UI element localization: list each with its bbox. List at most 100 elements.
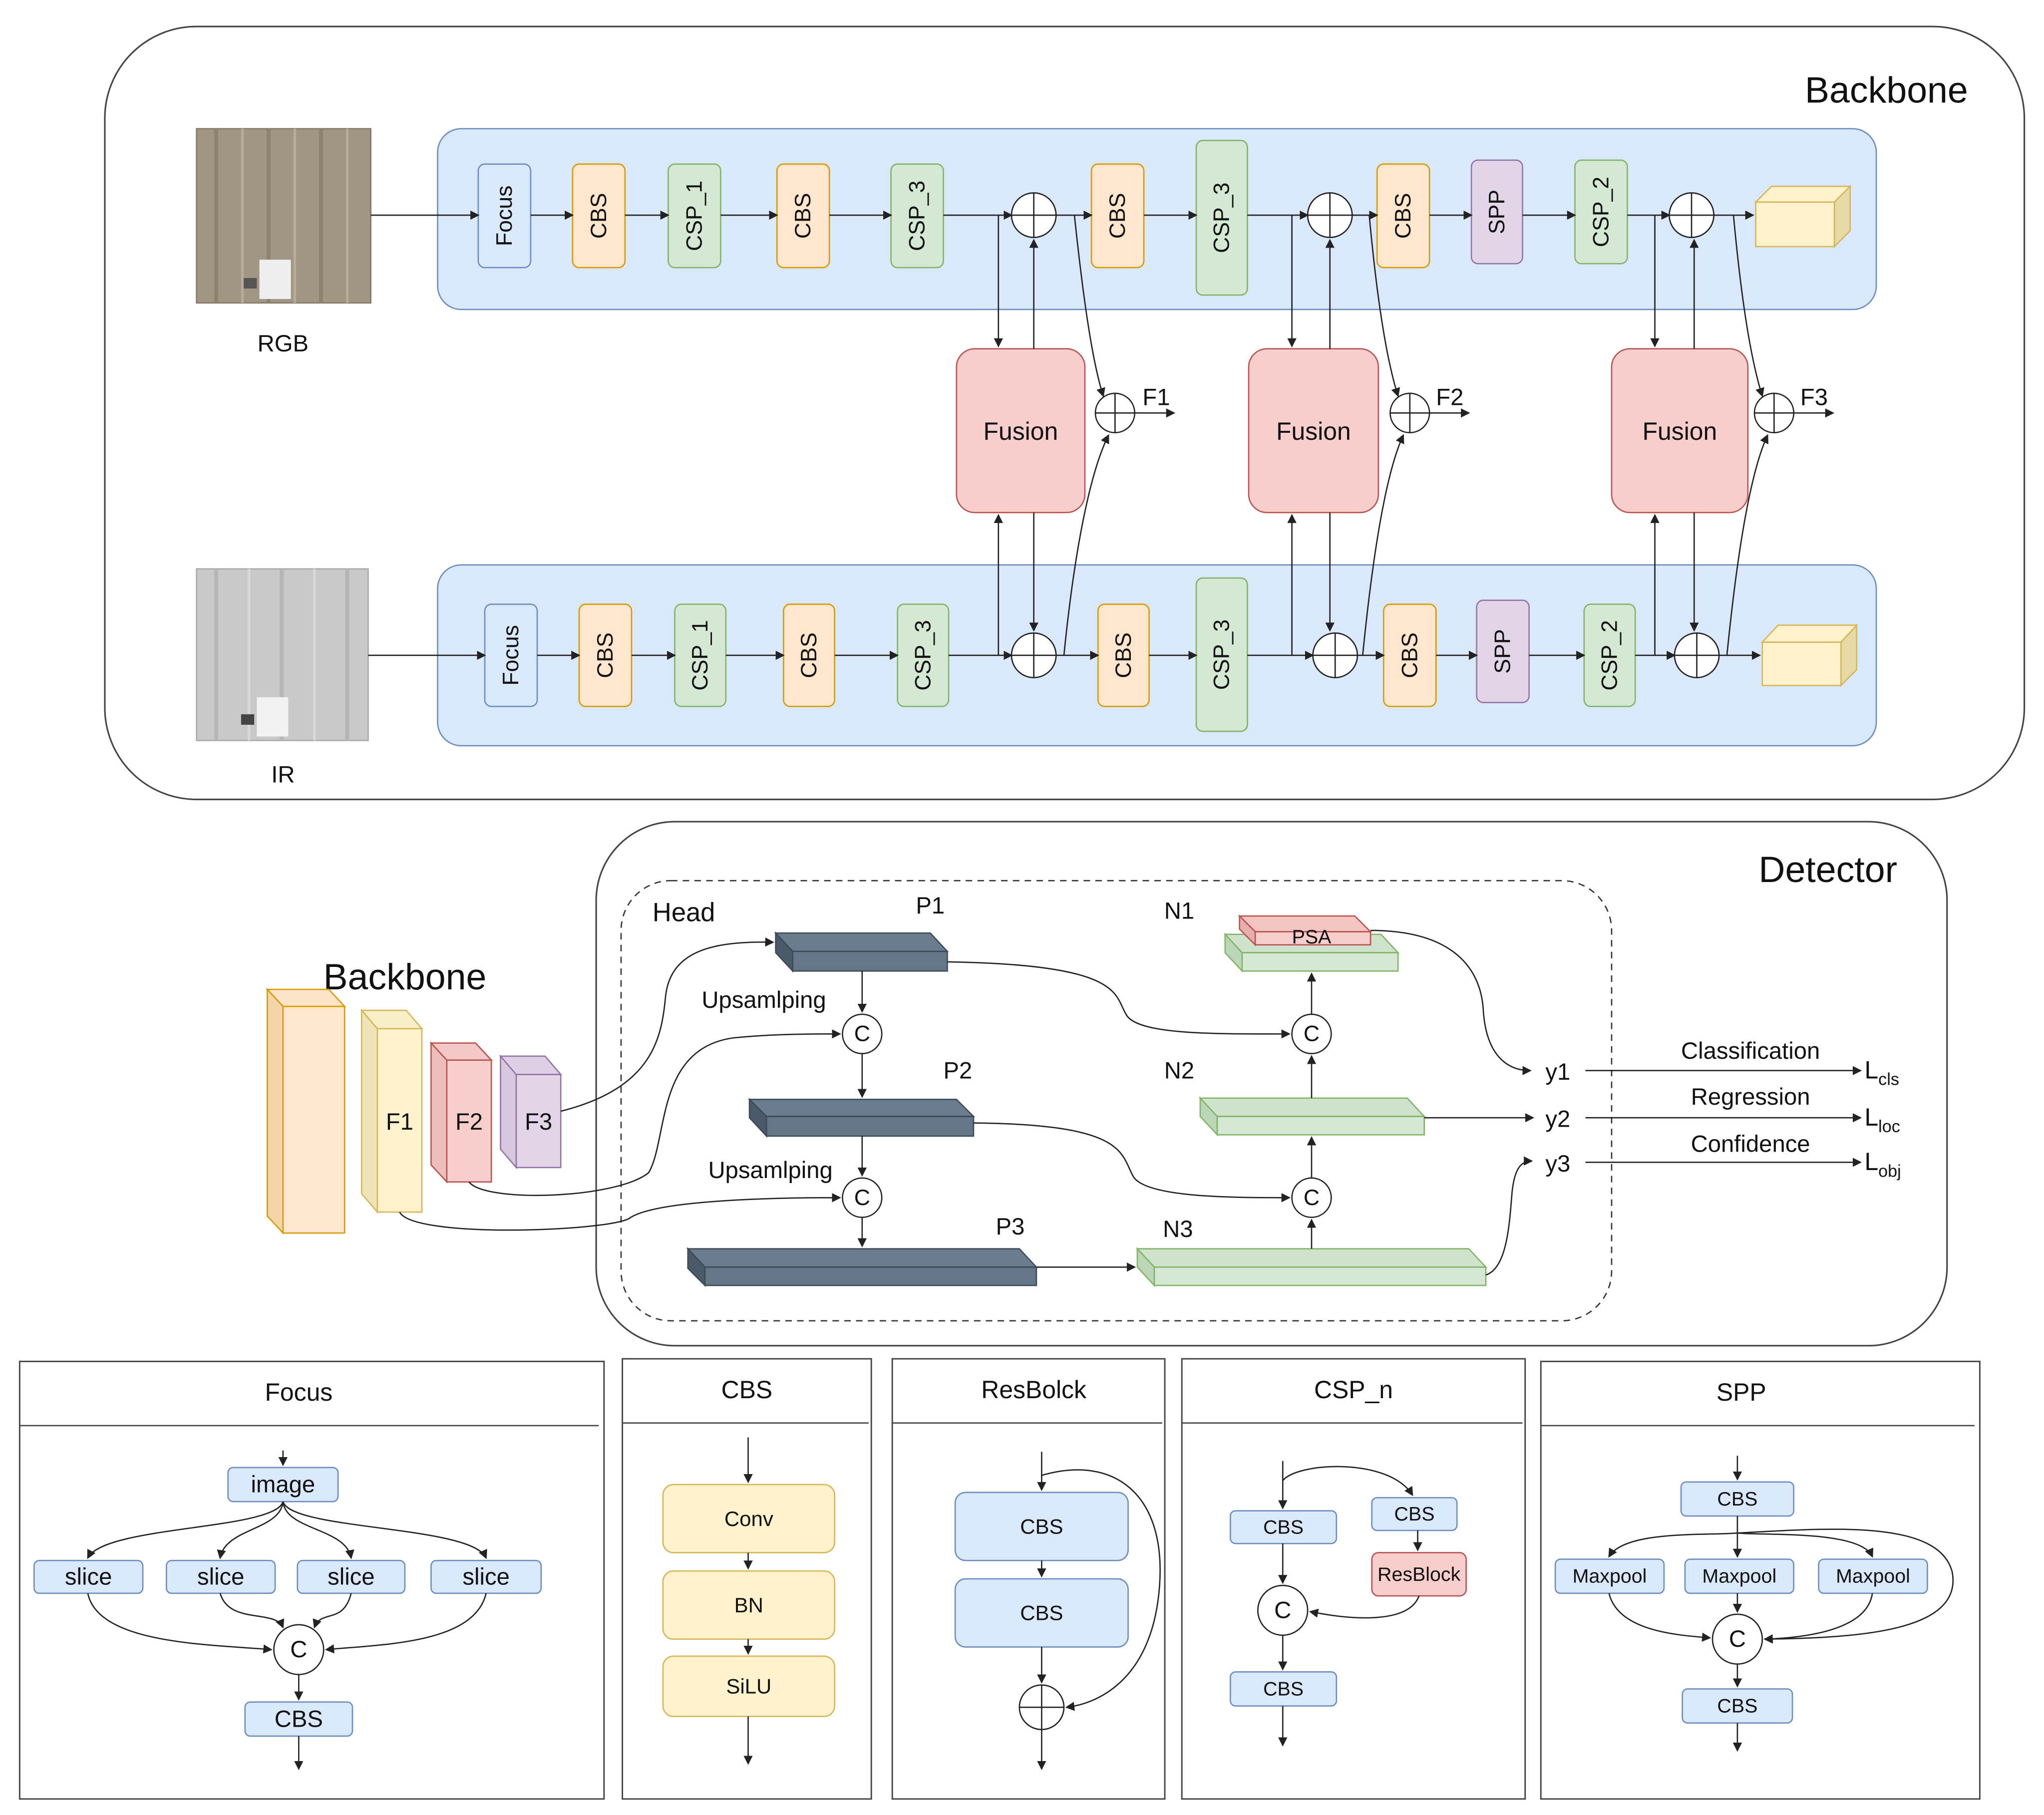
- ir-block-csp3-1: CSP_3: [897, 604, 950, 707]
- csp-connectors: [1278, 1461, 1422, 1747]
- loss-loc: Lloc: [1864, 1103, 1900, 1136]
- focus-module-title: Focus: [265, 1378, 333, 1406]
- svg-text:SPP: SPP: [1485, 190, 1509, 234]
- ir-block-csp2: CSP_2: [1583, 604, 1636, 707]
- ir-block-focus: Focus: [484, 604, 538, 707]
- backbone-feature-large: [266, 987, 346, 1235]
- svg-text:CSP_1: CSP_1: [682, 181, 706, 251]
- add-circle-rgb-3: [1669, 192, 1714, 238]
- rgb-block-csp3-1: CSP_3: [890, 163, 944, 269]
- svg-text:CBS: CBS: [1717, 1695, 1757, 1717]
- detector-section: Detector Head Backbone F1 F2 F3: [266, 821, 1948, 1347]
- add-circle-ir-1: [1011, 632, 1057, 678]
- svg-text:C: C: [1304, 1022, 1320, 1046]
- spp-module-panel: SPP CBS Maxpool Maxpool Maxpool C CBS: [1540, 1360, 1981, 1800]
- csp-resblock-node: ResBlock: [1371, 1552, 1467, 1597]
- spp-maxpool-node-3: Maxpool: [1818, 1558, 1928, 1594]
- svg-text:SPP: SPP: [1491, 629, 1515, 673]
- svg-text:slice: slice: [65, 1564, 112, 1590]
- backbone-feature-f1: F1: [360, 1008, 423, 1214]
- backbone-output-f2: F2: [1436, 384, 1463, 411]
- csp-module-title: CSP_n: [1314, 1376, 1393, 1404]
- upsampling-label-1: Upsamlping: [701, 987, 826, 1013]
- spp-concat-node: C: [1711, 1613, 1763, 1665]
- svg-text:SiLU: SiLU: [726, 1675, 771, 1698]
- n2-block: [1198, 1096, 1426, 1137]
- focus-module-panel: Focus image slice slice slice slice C CB…: [18, 1360, 605, 1800]
- svg-text:CSP_3: CSP_3: [911, 620, 935, 690]
- add-circle-f1: [1094, 392, 1136, 433]
- output-y3: y3: [1545, 1151, 1570, 1177]
- backbone-connectors: [368, 210, 1835, 660]
- task-classification: Classification: [1681, 1038, 1820, 1064]
- svg-text:CBS: CBS: [791, 193, 815, 239]
- svg-text:CBS: CBS: [1263, 1516, 1304, 1538]
- cbs-bn-node: BN: [662, 1570, 836, 1640]
- task-confidence: Confidence: [1691, 1131, 1810, 1157]
- svg-text:ResBlock: ResBlock: [1377, 1563, 1461, 1585]
- n1-label: N1: [1164, 898, 1194, 924]
- n3-block: [1135, 1247, 1488, 1287]
- svg-text:CSP_3: CSP_3: [905, 181, 930, 251]
- detector-connectors: [399, 929, 1862, 1276]
- svg-text:CBS: CBS: [1391, 193, 1415, 239]
- loss-obj: Lobj: [1864, 1148, 1901, 1181]
- svg-text:F1: F1: [386, 1109, 413, 1135]
- svg-text:Fusion: Fusion: [984, 417, 1058, 445]
- svg-text:slice: slice: [462, 1564, 509, 1590]
- csp-cbs-node-right: CBS: [1371, 1497, 1458, 1531]
- head-label: Head: [653, 898, 715, 927]
- svg-text:CSP_3: CSP_3: [1210, 183, 1234, 253]
- svg-text:Maxpool: Maxpool: [1702, 1565, 1776, 1587]
- svg-text:CBS: CBS: [1105, 193, 1130, 239]
- rgb-block-csp2: CSP_2: [1574, 159, 1628, 265]
- ir-block-cbs-1: CBS: [578, 604, 633, 707]
- detector-backbone-label: Backbone: [324, 956, 487, 997]
- p1-label: P1: [916, 893, 945, 919]
- cbs-conv-node: Conv: [662, 1484, 836, 1553]
- output-y2: y2: [1545, 1106, 1570, 1133]
- fusion-block-1: Fusion: [956, 348, 1086, 514]
- head-dashed-box: [620, 880, 1613, 1322]
- svg-text:CBS: CBS: [1717, 1488, 1757, 1510]
- svg-text:Focus: Focus: [492, 186, 517, 246]
- svg-text:CSP_2: CSP_2: [1598, 620, 1622, 690]
- resblock-module-panel: ResBolck CBS CBS: [891, 1358, 1166, 1800]
- backbone-section: Backbone RGB IR: [104, 25, 2026, 801]
- resblock-module-title: ResBolck: [981, 1376, 1086, 1404]
- add-circle-rgb-1: [1011, 192, 1057, 238]
- concat-circle-p-1: C: [842, 1013, 883, 1054]
- focus-concat-node: C: [273, 1624, 325, 1675]
- spp-cbs-node-bottom: CBS: [1682, 1688, 1793, 1724]
- loss-cls: Lcls: [1864, 1056, 1899, 1089]
- svg-text:CBS: CBS: [1263, 1678, 1304, 1700]
- rgb-block-cbs-1: CBS: [572, 163, 626, 269]
- rgb-block-cbs-4: CBS: [1376, 163, 1430, 269]
- svg-text:CBS: CBS: [1020, 1601, 1063, 1625]
- cbs-module-title: CBS: [721, 1376, 773, 1404]
- p2-block: [747, 1098, 976, 1138]
- fusion-block-3: Fusion: [1611, 348, 1749, 514]
- csp-module-panel: CSP_n CBS CBS ResBlock C CBS: [1181, 1358, 1526, 1800]
- focus-slice-node-2: slice: [165, 1559, 276, 1594]
- focus-image-node: image: [227, 1467, 339, 1503]
- resblock-add-node: [1019, 1684, 1065, 1731]
- svg-text:C: C: [1274, 1597, 1291, 1623]
- n2-label: N2: [1164, 1057, 1194, 1084]
- svg-text:F3: F3: [525, 1109, 552, 1135]
- backbone-output-f3: F3: [1800, 384, 1828, 411]
- focus-slice-node-3: slice: [297, 1559, 406, 1594]
- rgb-image: [196, 128, 372, 304]
- svg-text:CBS: CBS: [1020, 1515, 1063, 1538]
- svg-text:C: C: [854, 1186, 870, 1210]
- svg-text:C: C: [1304, 1186, 1320, 1210]
- add-circle-ir-3: [1674, 632, 1720, 678]
- ir-block-csp1: CSP_1: [674, 604, 727, 707]
- p3-label: P3: [996, 1213, 1024, 1240]
- backbone-feature-f2: F2: [429, 1041, 493, 1184]
- rgb-block-csp3-2: CSP_3: [1195, 140, 1248, 296]
- svg-text:CBS: CBS: [797, 632, 821, 678]
- svg-text:CBS: CBS: [1111, 632, 1136, 678]
- svg-text:slice: slice: [197, 1564, 244, 1590]
- fusion-block-2: Fusion: [1248, 348, 1379, 514]
